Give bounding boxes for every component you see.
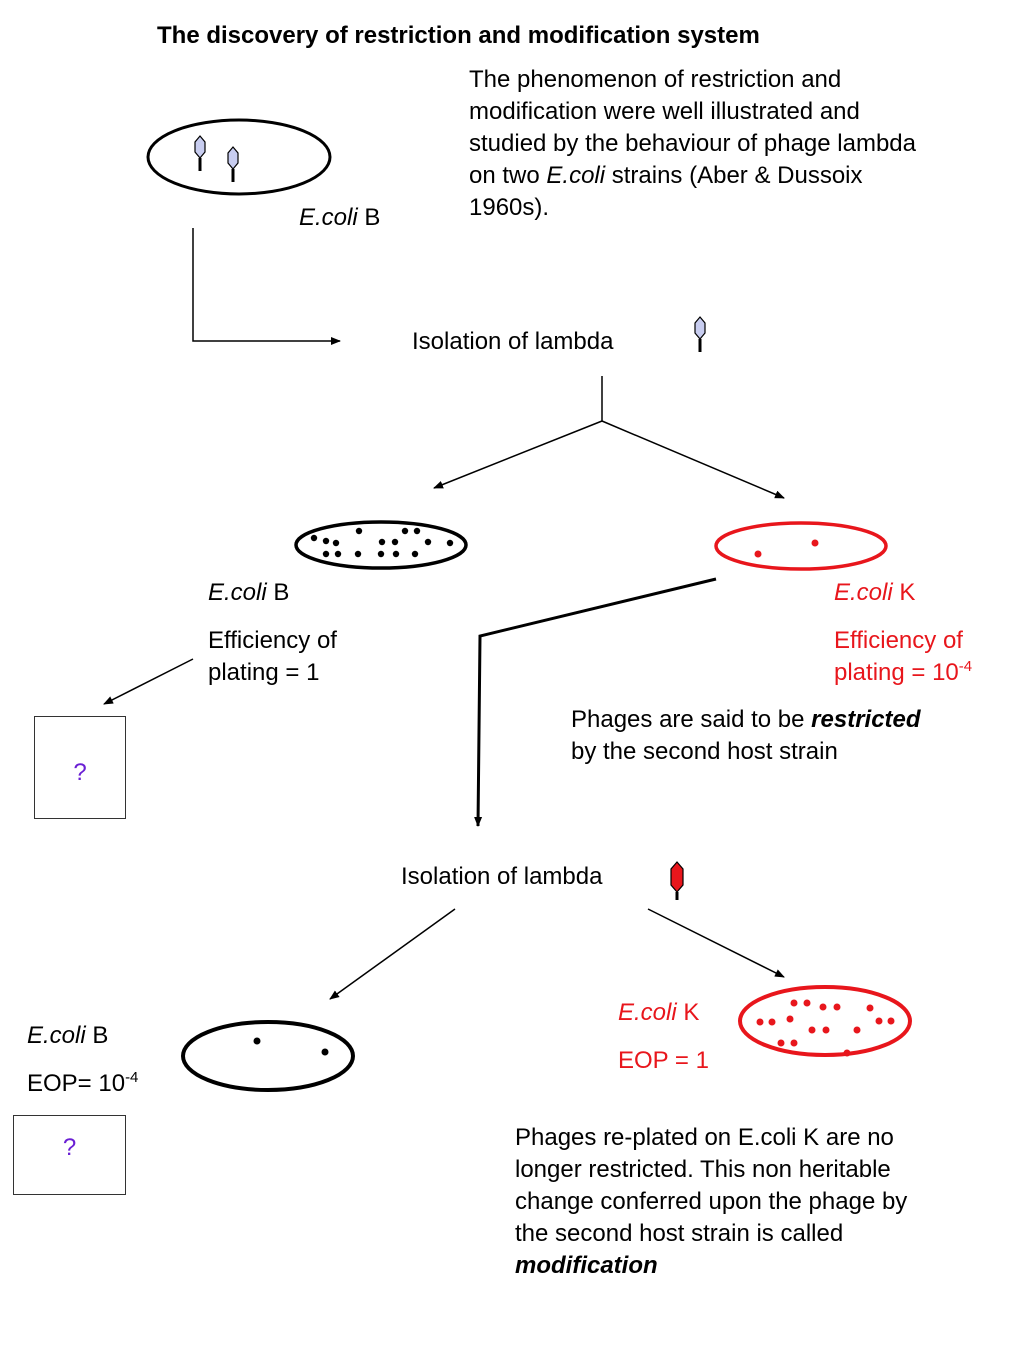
top-host-cell [146, 118, 332, 196]
plaque-dot [756, 1018, 764, 1026]
plaque-dot [811, 539, 819, 547]
plaque-dot [253, 1037, 261, 1045]
plaque-dot [377, 550, 385, 558]
isolation-label-1: Isolation of lambda [412, 328, 614, 355]
plaque-dot [411, 550, 419, 558]
intro-line: modification were well illustrated and [469, 98, 860, 125]
restricted-note: by the second host strain [571, 738, 838, 765]
plaque-dot [354, 550, 362, 558]
plaque-dot [822, 1026, 830, 1034]
plate-ecoli-b-2 [181, 1020, 355, 1092]
plate-k-label: E.coli K [834, 579, 916, 606]
modification-line: Phages re-plated on E.coli K are no [515, 1124, 894, 1151]
plaque-dot [808, 1026, 816, 1034]
plaque-dot [310, 534, 318, 542]
question-box: ? [34, 716, 126, 819]
flow-arrow [474, 577, 717, 827]
plaque-dot [322, 537, 330, 545]
plate-b-eop: Efficiency of [208, 627, 337, 654]
plate-ecoli-b [294, 520, 468, 570]
modification-line: change conferred upon the phage by [515, 1188, 908, 1215]
restricted-note: Phages are said to be restricted [571, 706, 921, 733]
modification-line: longer restricted. This non heritable [515, 1156, 891, 1183]
plaque-dot [355, 527, 363, 535]
plate-k-eop: plating = 10-4 [834, 658, 973, 686]
plaque-dot [853, 1026, 861, 1034]
plaque-dot [413, 527, 421, 535]
flow-arrow [329, 908, 456, 1000]
plate-b2-label: E.coli B [27, 1022, 109, 1049]
plaque-dot [322, 550, 330, 558]
plaque-dot [819, 1003, 827, 1011]
intro-line: 1960s). [469, 194, 550, 221]
question-mark: ? [62, 1134, 77, 1161]
intro-line: studied by the behaviour of phage lambda [469, 130, 916, 157]
plaque-group [756, 999, 895, 1057]
phage-icon [227, 146, 239, 182]
question-box: ? [13, 1115, 126, 1195]
flow-arrow [433, 420, 603, 489]
plaque-dot [790, 1039, 798, 1047]
plate-k-eop: Efficiency of [834, 627, 963, 654]
flow-arrow [103, 658, 194, 705]
plate-k2-label: E.coli K [618, 999, 700, 1026]
plaque-dot [777, 1039, 785, 1047]
plaque-dot [803, 999, 811, 1007]
plaque-dot [392, 550, 400, 558]
plaque-dot [887, 1017, 895, 1025]
plaque-group [310, 527, 454, 558]
plate-b-eop: plating = 1 [208, 659, 320, 686]
plaque-dot [833, 1003, 841, 1011]
plaque-dot [424, 538, 432, 546]
plaque-dot [786, 1015, 794, 1023]
plaque-dot [790, 999, 798, 1007]
plate-b-label: E.coli B [208, 579, 290, 606]
question-mark: ? [73, 759, 87, 786]
red-phage-icon [670, 861, 684, 900]
plaque-dot [446, 539, 454, 547]
plate-k2-eop: EOP = 1 [618, 1047, 709, 1074]
plaque-dot [875, 1017, 883, 1025]
plaque-dot [866, 1004, 874, 1012]
flow-arrow [192, 228, 341, 345]
plaque-dot [768, 1018, 776, 1026]
intro-line: on two E.coli strains (Aber & Dussoix [469, 162, 863, 189]
plaque-dot [754, 550, 762, 558]
plate-ecoli-k-2 [738, 985, 912, 1057]
plaque-dot [391, 538, 399, 546]
plaque-dot [321, 1048, 329, 1056]
intro-line: The phenomenon of restriction and [469, 66, 842, 93]
plaque-dot [401, 527, 409, 535]
top-host-label: E.coli B [299, 204, 381, 231]
flow-arrow [647, 908, 785, 978]
plate-b2-eop: EOP= 10-4 [27, 1069, 139, 1097]
flow-arrow [601, 420, 785, 499]
isolation-label-2: Isolation of lambda [401, 863, 603, 890]
phage-icon [194, 135, 206, 171]
plaque-dot [332, 539, 340, 547]
plaque-dot [378, 538, 386, 546]
modification-term: modification [515, 1252, 658, 1279]
plate-ecoli-k [714, 521, 888, 571]
phage-icon [694, 316, 706, 352]
plaque-dot [843, 1049, 851, 1057]
plaque-dot [334, 550, 342, 558]
page-title: The discovery of restriction and modific… [157, 22, 760, 49]
modification-line: the second host strain is called [515, 1220, 844, 1247]
